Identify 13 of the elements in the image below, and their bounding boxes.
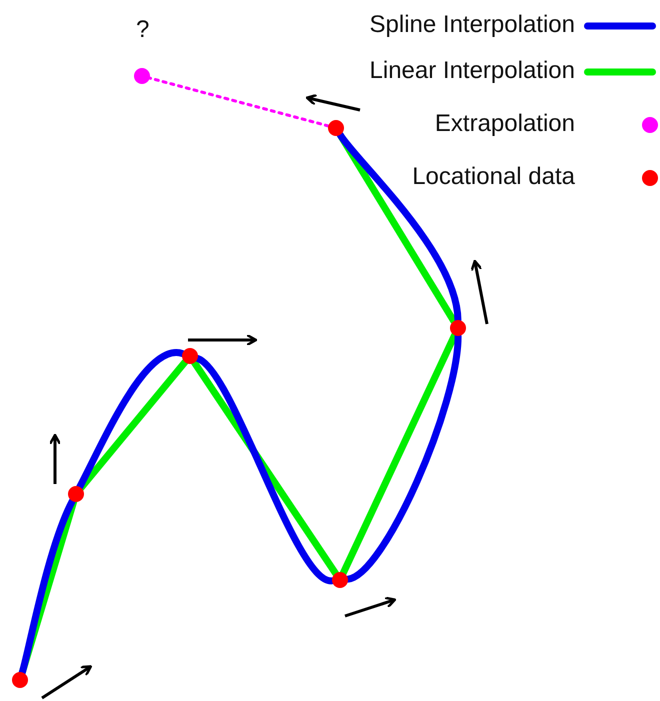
- data-point: [182, 348, 198, 364]
- legend-label: Extrapolation: [434, 110, 575, 138]
- legend-label: Locational data: [412, 163, 575, 191]
- data-point: [450, 320, 466, 336]
- data-point: [68, 486, 84, 502]
- data-point: [328, 120, 344, 136]
- point-label: ?: [136, 16, 150, 44]
- dotted-line: [148, 76, 330, 128]
- data-point: [332, 572, 348, 588]
- legend-label: Linear Interpolation: [370, 57, 575, 85]
- legend-label: Spline Interpolation: [370, 11, 575, 39]
- data-point: [134, 68, 150, 84]
- data-point: [12, 672, 28, 688]
